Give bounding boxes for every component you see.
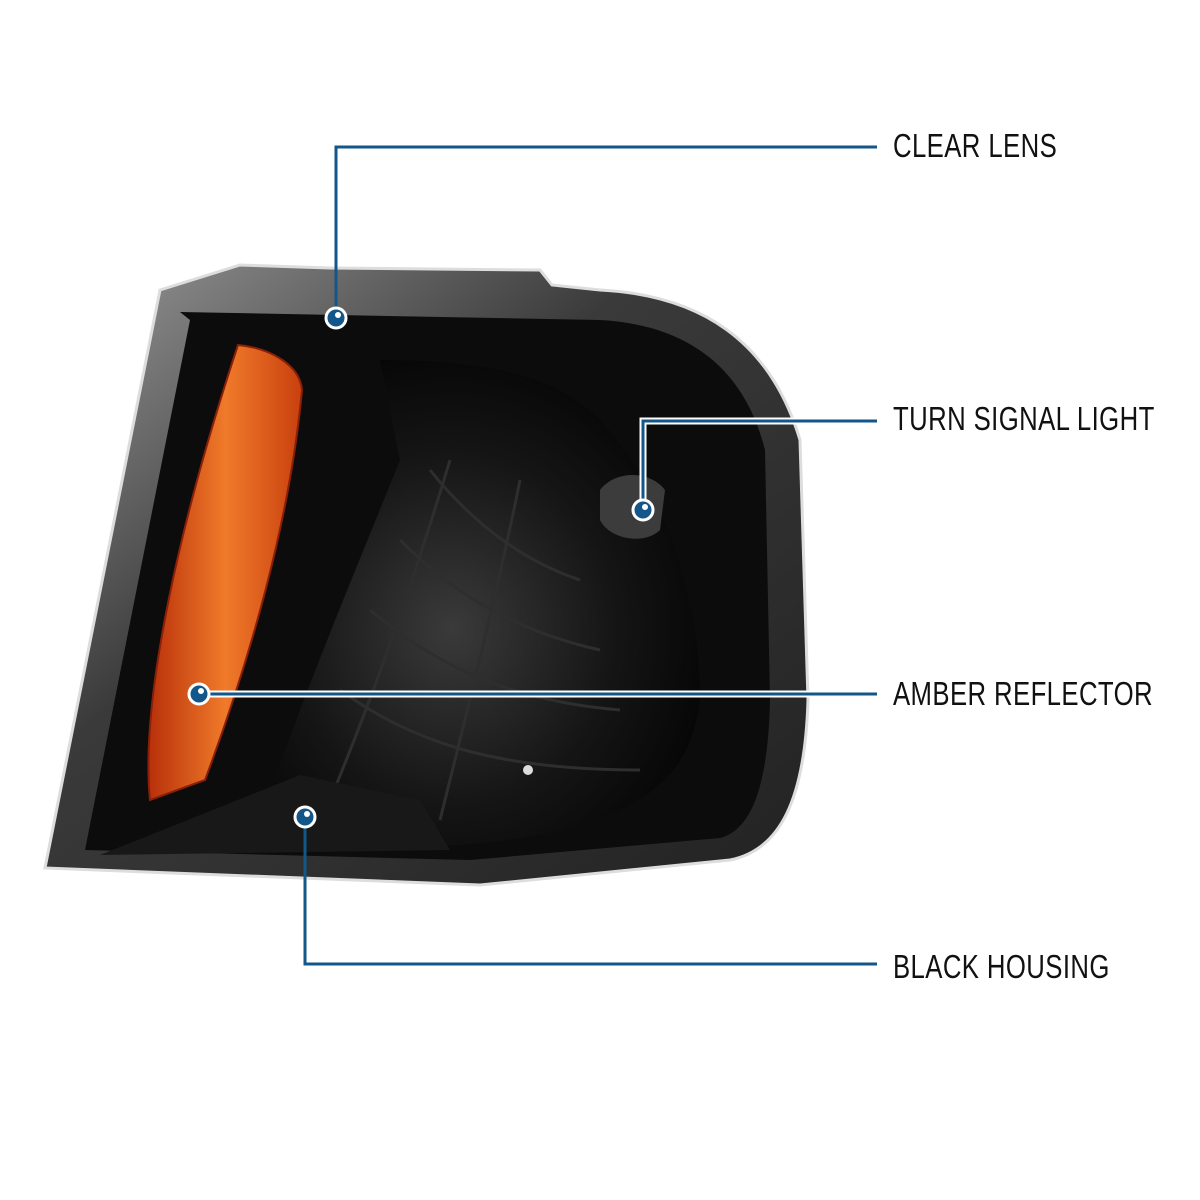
callout-clear-lens — [334, 145, 877, 318]
callout-dot-icon — [324, 306, 348, 330]
callout-turn-signal-light — [639, 417, 877, 510]
label-amber-reflector: AMBER REFLECTOR — [893, 675, 1153, 712]
callout-dot-icon — [293, 805, 317, 829]
corner-light-image — [43, 263, 810, 887]
callout-dot-icon — [187, 682, 211, 706]
callout-black-housing — [303, 817, 877, 966]
label-clear-lens: CLEAR LENS — [893, 127, 1058, 164]
amber-reflector-shape — [147, 343, 304, 802]
callout-dot-icon — [631, 498, 655, 522]
label-black-housing: BLACK HOUSING — [893, 948, 1110, 985]
label-turn-signal-light: TURN SIGNAL LIGHT — [893, 400, 1155, 437]
